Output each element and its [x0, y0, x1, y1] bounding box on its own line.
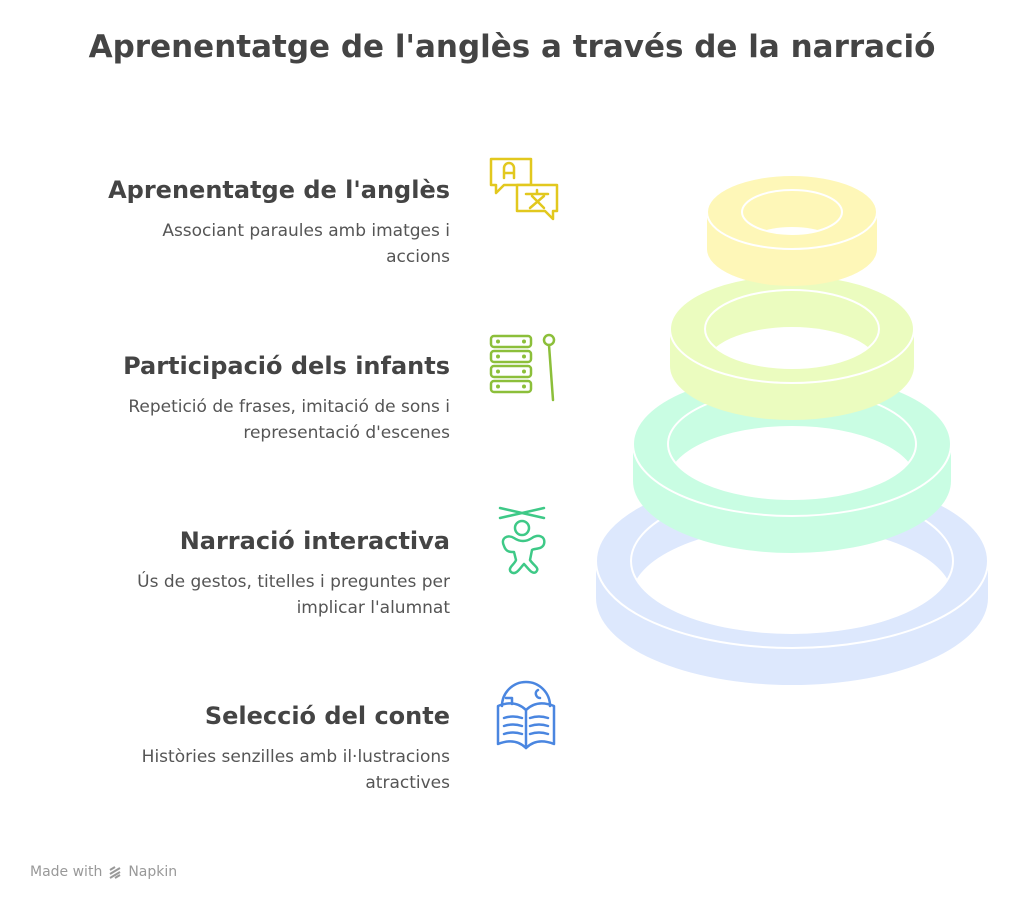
- item-heading: Narració interactiva: [179, 527, 450, 555]
- made-with-label: Made with: [30, 864, 103, 880]
- page-title: Aprenentatge de l'anglès a través de la …: [88, 29, 936, 65]
- item-english-learning: Aprenentatge de l'anglès Associant parau…: [10, 176, 450, 270]
- book-globe-icon: [496, 680, 556, 750]
- ring-1: [669, 274, 915, 420]
- item-interactive-narration: Narració interactiva Ús de gestos, titel…: [10, 527, 450, 621]
- item-heading: Selecció del conte: [204, 702, 450, 730]
- item-children-participation: Participació dels infants Repetició de f…: [10, 352, 450, 446]
- translate-icon: [489, 157, 559, 221]
- item-story-selection: Selecció del conte Històries senzilles a…: [10, 702, 450, 796]
- item-heading: Aprenentatge de l'anglès: [108, 176, 450, 204]
- napkin-brand: Napkin: [128, 864, 178, 880]
- item-heading: Participació dels infants: [123, 352, 450, 380]
- puppet-icon: [498, 506, 546, 575]
- xylophone-icon: [489, 333, 556, 402]
- napkin-logo-icon: [109, 866, 121, 879]
- footer-credit: Made with Napkin: [30, 864, 177, 880]
- ring-2: [632, 371, 952, 553]
- ring-0: [706, 174, 878, 286]
